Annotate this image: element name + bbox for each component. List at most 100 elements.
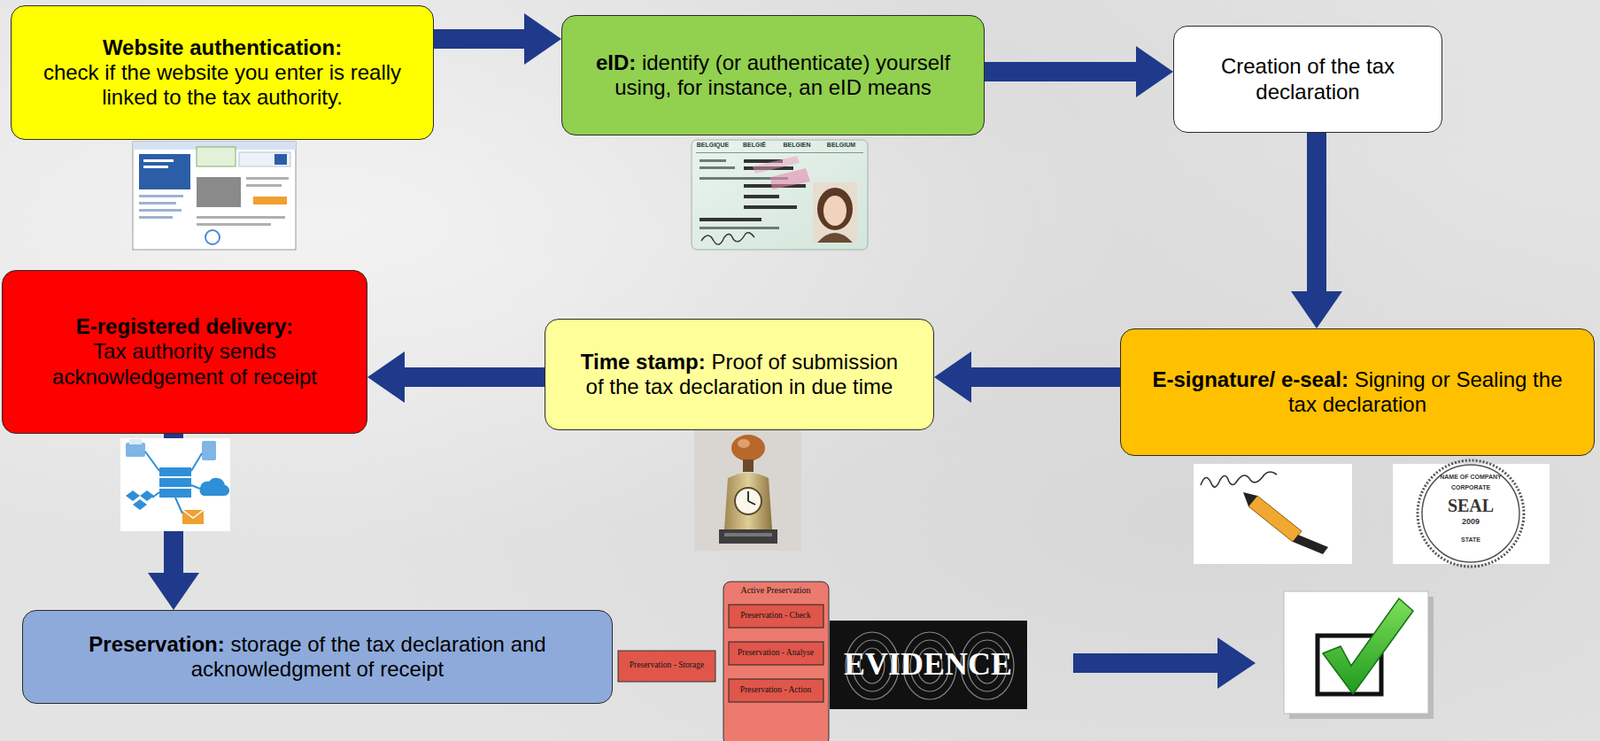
stamp-body [724, 472, 773, 530]
box-heading: E-signature/ e-seal: [1152, 367, 1349, 392]
picture-label: BELGIQUE [692, 141, 734, 149]
box-text: Creation of the tax declaration [1193, 54, 1423, 104]
icon-server [159, 478, 192, 487]
process-box: E-registered delivery:Tax authority send… [1, 270, 368, 434]
arrow-shaft [404, 367, 545, 387]
check-card [1283, 591, 1429, 714]
screen-line [139, 201, 177, 205]
process-box: eID:identify (or authenticate) yourself … [561, 15, 985, 136]
box-text: E-signature/ e-seal:Signing or Sealing t… [1140, 367, 1575, 418]
picture-label: Preservation - Storage [618, 660, 715, 671]
eid-card [691, 139, 868, 250]
screen-button [253, 196, 287, 205]
card-face [823, 195, 847, 226]
picture-label: Preservation - Analyse [729, 648, 823, 658]
photo-ground [1392, 463, 1550, 565]
flow-arrow [367, 351, 545, 403]
arrow-head [147, 572, 200, 611]
icon-envelope-flap [182, 510, 204, 518]
box-heading: Preservation: [88, 632, 225, 657]
flow-arrow [433, 13, 562, 65]
card-line [743, 205, 797, 209]
card-line [699, 166, 735, 170]
stamp-base-line [724, 533, 773, 537]
arrow-head [1290, 291, 1343, 329]
arrow-shaft [433, 29, 525, 49]
box-body: identify (or authenticate) yourself usin… [614, 50, 951, 100]
card-hair [817, 187, 853, 231]
active-box [723, 581, 829, 741]
pen-signature [1200, 471, 1277, 487]
flow-arrow [1290, 132, 1343, 329]
picture-label: CORPORATE [1437, 484, 1504, 492]
box-text: Preservation:storage of the tax declarat… [47, 632, 588, 682]
signature-picture [1193, 463, 1353, 565]
photo-ground [1193, 463, 1353, 565]
icon-cloud [200, 478, 230, 496]
delivery-icon [120, 438, 231, 532]
icon-calculator [201, 440, 217, 461]
picture-label: BELGIEN [776, 141, 818, 149]
picture-label: BELGIË [734, 141, 775, 149]
picture-label: BELGIUM [820, 141, 862, 149]
stamp-knob [731, 434, 766, 462]
evidence-ground [829, 620, 1028, 710]
process-box: Website authentication:check if the webs… [10, 5, 434, 140]
box-heading: eID: [595, 50, 636, 75]
pen-body [1248, 495, 1302, 542]
screen-line [246, 177, 289, 180]
picture-label: STATE [1444, 536, 1498, 544]
icon-paper [129, 439, 142, 445]
arrow-head [1136, 46, 1174, 98]
screen-line [246, 184, 282, 187]
card-photo [812, 182, 858, 243]
result-arrow [1073, 637, 1256, 689]
screen-line [196, 216, 286, 219]
seal-ring [1417, 460, 1524, 567]
picture-label: Preservation - Action [729, 685, 823, 696]
arrow-shaft [1306, 132, 1327, 292]
storage-box [618, 650, 716, 682]
stamp-knob-shine [737, 439, 750, 449]
process-box: Creation of the tax declaration [1173, 25, 1443, 133]
picture-label: EVIDENCE [829, 645, 1027, 684]
icon-server [159, 467, 192, 477]
pen-cable [1292, 534, 1329, 555]
screen-line [139, 208, 182, 212]
card-line [699, 159, 727, 163]
box-text: eID:identify (or authenticate) yourself … [585, 50, 961, 101]
flow-arrow [934, 351, 1121, 403]
screen-field [239, 152, 291, 167]
card-signature [701, 232, 755, 246]
arrow-head [524, 13, 562, 65]
card-line [699, 226, 780, 230]
box-heading: E-registered delivery: [22, 314, 348, 340]
box-body: Creation of the tax declaration [1221, 54, 1395, 103]
box-text: Time stamp:Proof of submission of the ta… [573, 349, 905, 400]
picture-label: 2009 [1444, 517, 1498, 527]
card-body [691, 139, 868, 250]
screen-line [139, 216, 173, 219]
icon-envelope [182, 510, 204, 525]
box-body: check if the website you enter is really… [30, 60, 414, 110]
card-rule [695, 152, 864, 154]
card-line [699, 217, 762, 222]
check-tick [1322, 598, 1414, 695]
screen-line [139, 194, 184, 198]
arrow-head [367, 351, 405, 403]
icon-server [159, 488, 192, 498]
process-box: Preservation:storage of the tax declarat… [22, 610, 613, 704]
box-text: E-registered delivery:Tax authority send… [22, 314, 348, 389]
website-screenshot [132, 141, 296, 250]
seal-ring [1422, 464, 1520, 563]
time-stamp-picture [694, 430, 802, 551]
box-body: Tax authority sends acknowledgement of r… [22, 339, 348, 389]
card-stamp [752, 155, 800, 174]
stamp-clock [734, 487, 762, 515]
picture-label: Active Preservation [725, 585, 827, 596]
screen-line [143, 165, 169, 169]
box-body: storage of the tax declaration and ackno… [191, 632, 547, 681]
check-box [728, 604, 824, 628]
box-text: Website authentication:check if the webs… [30, 35, 414, 110]
arrow-head [934, 351, 972, 403]
